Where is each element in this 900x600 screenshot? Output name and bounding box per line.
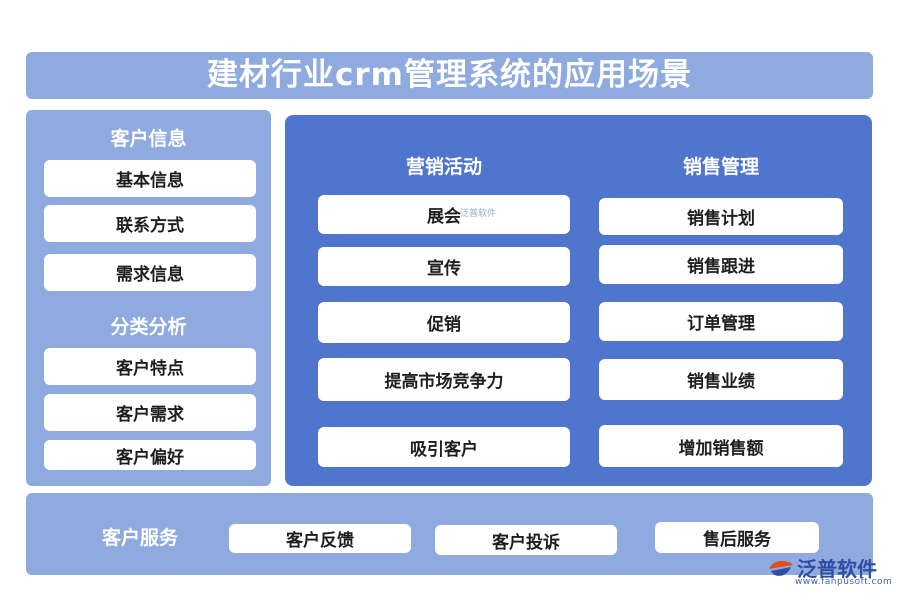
classification-heading: 分类分析 [110, 316, 187, 338]
classification-item: 客户特点 [44, 348, 256, 385]
customer-info-item: 基本信息 [44, 160, 256, 197]
sales-item: 订单管理 [599, 302, 843, 341]
customer-info-item: 需求信息 [44, 254, 256, 291]
marketing-item: 展会 [318, 195, 570, 234]
marketing-item: 提高市场竞争力 [318, 358, 570, 401]
brand-url: www.fanpusoft.com [795, 577, 893, 587]
sales-item: 销售业绩 [599, 359, 843, 400]
brand-logo-text: 泛普软件 [797, 557, 877, 581]
brand-logo-icon [769, 560, 793, 576]
marketing-heading: 营销活动 [405, 156, 482, 178]
sales-item: 销售计划 [599, 198, 843, 235]
sales-heading: 销售管理 [682, 156, 759, 178]
page-title: 建材行业crm管理系统的应用场景 [207, 57, 692, 93]
watermark-inline: 泛普软件 [460, 209, 497, 219]
classification-item: 客户偏好 [44, 440, 256, 470]
sales-item: 销售跟进 [599, 245, 843, 284]
customer-service-item: 客户反馈 [229, 524, 411, 553]
marketing-item: 宣传 [318, 247, 570, 286]
customer-service-heading: 客户服务 [101, 527, 178, 549]
sales-item: 增加销售额 [599, 425, 843, 467]
marketing-sales-panel [285, 115, 872, 486]
customer-service-item: 客户投诉 [435, 525, 617, 555]
brand-logo: 泛普软件 [767, 553, 877, 582]
marketing-item: 促销 [318, 302, 570, 343]
customer-service-item: 售后服务 [655, 522, 819, 553]
customer-info-heading: 客户信息 [110, 128, 187, 150]
classification-item: 客户需求 [44, 394, 256, 431]
title-bar: 建材行业crm管理系统的应用场景 [26, 52, 873, 99]
customer-info-item: 联系方式 [44, 205, 256, 242]
marketing-item: 吸引客户 [318, 427, 570, 467]
